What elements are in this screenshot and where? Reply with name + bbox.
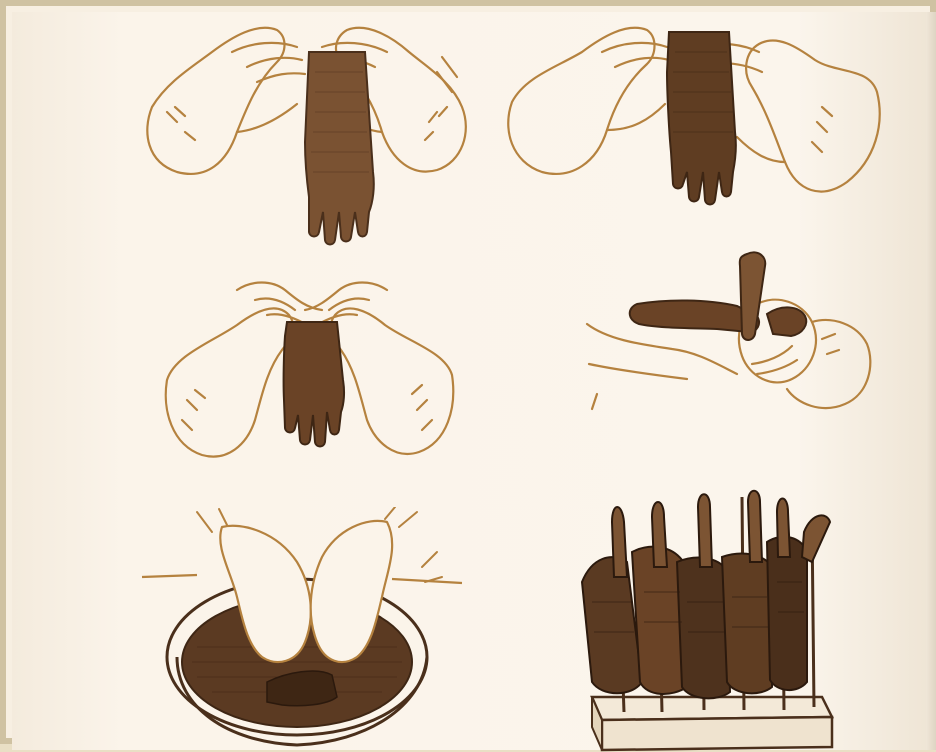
panel-glove-pull-on xyxy=(137,12,477,252)
panel-glove-stretch xyxy=(497,12,887,212)
glove-stretch-icon xyxy=(497,12,887,212)
panel-glove-wash-basin xyxy=(137,507,472,752)
panel-glove-tube xyxy=(577,244,877,419)
glove-pull-on-icon xyxy=(137,12,477,252)
glove-drying-rack-icon xyxy=(572,482,842,752)
panel-glove-hold-cuff xyxy=(157,270,462,470)
page-edge xyxy=(926,12,936,750)
panel-glove-drying-rack xyxy=(572,482,842,752)
glove-tube-icon xyxy=(577,244,877,419)
illustration-page xyxy=(12,12,936,750)
glove-wash-basin-icon xyxy=(137,507,472,752)
glove-hold-cuff-icon xyxy=(157,270,462,470)
